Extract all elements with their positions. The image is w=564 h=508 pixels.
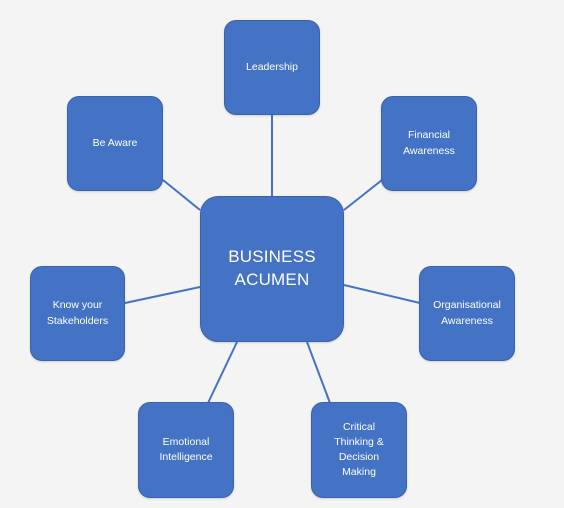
connector-know-your-stakeholders <box>124 286 201 304</box>
node-leadership: Leadership <box>224 20 320 115</box>
node-organisational-awareness: Organisational Awareness <box>419 266 515 361</box>
node-critical-thinking: Critical Thinking & Decision Making <box>311 402 407 498</box>
connector-financial-awareness <box>343 179 383 211</box>
node-emotional-intelligence-label: Emotional Intelligence <box>159 435 213 463</box>
connector-be-aware <box>162 179 201 211</box>
center-node-label: BUSINESS ACUMEN <box>228 247 316 289</box>
connector-organisational-awareness <box>343 284 421 304</box>
node-know-your-stakeholders-label: Know your Stakeholders <box>46 299 109 327</box>
node-be-aware: Be Aware <box>67 96 163 191</box>
node-organisational-awareness-label: Organisational Awareness <box>433 299 501 327</box>
center-node-business-acumen: BUSINESS ACUMEN <box>200 196 344 342</box>
connector-critical-thinking <box>306 341 331 404</box>
connector-emotional-intelligence <box>207 341 238 404</box>
node-leadership-label: Leadership <box>246 60 298 73</box>
node-be-aware-label: Be Aware <box>92 136 138 149</box>
node-know-your-stakeholders: Know your Stakeholders <box>30 266 125 361</box>
node-emotional-intelligence: Emotional Intelligence <box>138 402 234 498</box>
node-financial-awareness: Financial Awareness <box>381 96 477 191</box>
node-critical-thinking-label: Critical Thinking & Decision Making <box>334 420 384 479</box>
node-financial-awareness-label: Financial Awareness <box>403 129 455 157</box>
